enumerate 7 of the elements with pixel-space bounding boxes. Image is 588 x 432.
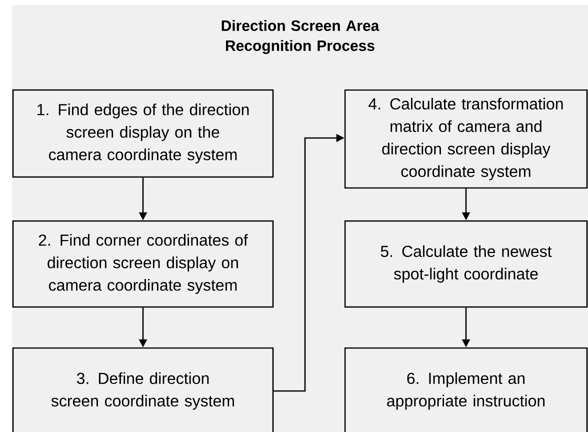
title: Direction Screen Area Recognition Process xyxy=(222,20,380,54)
process-box: 2. Find corner coordinates of direction screen display on camera coordinate system xyxy=(12,220,274,308)
process-box: 4. Calculate transformation matrix of camera and direction screen display coordinate system xyxy=(344,89,588,189)
process-box: 5. Calculate the newest spot-light coordinate xyxy=(344,220,588,308)
process-box: 1. Find edges of the direction screen display on the camera coordinate system xyxy=(12,89,274,178)
process-box: 6. Implement an appropriate instruction xyxy=(344,347,588,432)
process-box: 3. Define direction screen coordinate system xyxy=(12,347,274,432)
